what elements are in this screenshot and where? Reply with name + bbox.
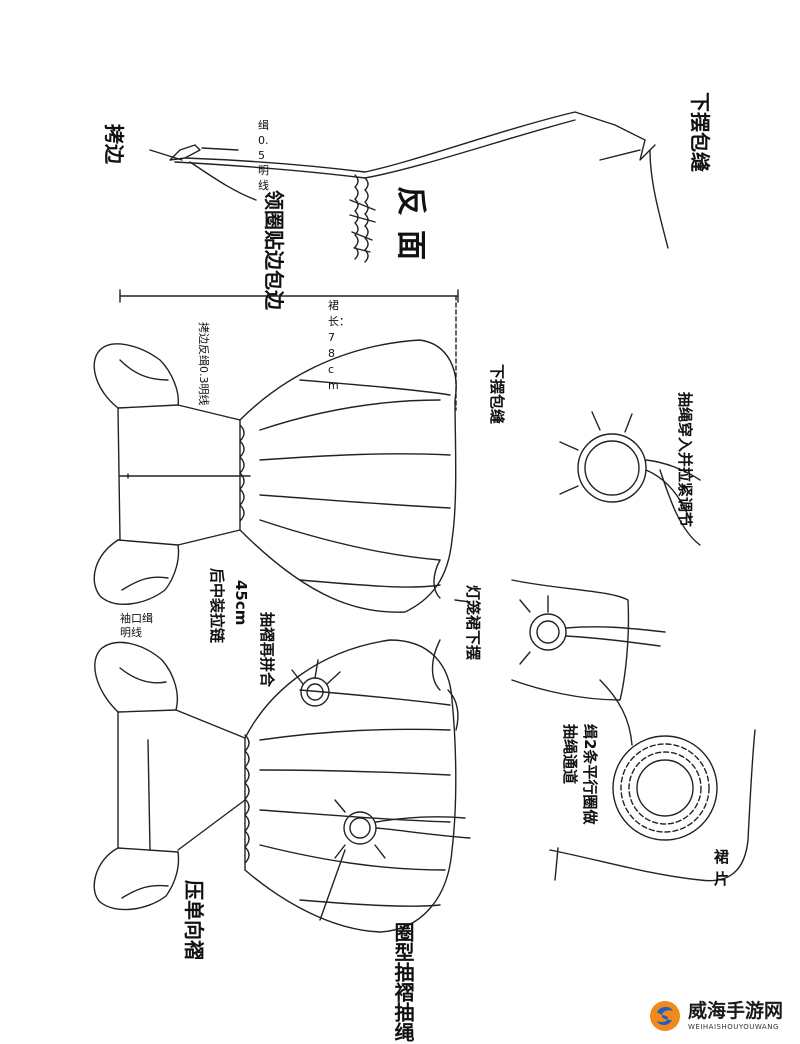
label-stitch-topline: 缉0.5明线 (258, 119, 269, 192)
label-gather-join: 抽褶再拼合 (258, 612, 276, 688)
label-two-rows: 缉2条平行圈做抽绳通道 (561, 724, 599, 825)
site-logo-icon (650, 1001, 680, 1031)
label-fold-edge: 拷边 (102, 124, 126, 164)
parallel-channel-detail (549, 729, 756, 882)
back-view-garment (93, 339, 471, 613)
drawstring-detail-top (559, 411, 701, 546)
label-drawstring-adjust: 抽绳穿入并拉紧调节 (676, 392, 694, 528)
label-ring-gather: 圈型抽褶抽绳 (391, 922, 415, 1042)
ring-gather-detail (511, 579, 666, 746)
label-skirt-length: 裙长：78cm (328, 299, 350, 392)
watermark-sub-text: WEIHAISHOUYOUWANG (688, 1022, 779, 1031)
label-zipper-length: 45cm (232, 580, 250, 626)
label-facing-bind: 领圈贴边包边 (262, 190, 286, 310)
watermark-main-text: 威海手游网 (688, 999, 784, 1022)
label-press-pleat: 压单向褶 (182, 880, 206, 960)
label-hem-bind-mid: 下摆包缝 (488, 364, 506, 425)
label-lantern-skirt: 灯笼裙下摆 (464, 585, 482, 661)
front-view-garment (93, 639, 471, 933)
neckline-detail-drawing (149, 111, 669, 263)
label-serge-topstitch: 拷边反缉0.3明线 (197, 322, 210, 406)
label-reverse-side: 反面 (393, 186, 428, 274)
label-cuff-stitch: 袖口缉明线 (120, 612, 153, 639)
watermark: 威海手游网 WEIHAISHOUYOUWANG (648, 996, 796, 1036)
label-hem-bind-top: 下摆包缝 (688, 92, 712, 172)
label-back-zipper: 后中装拉链 (208, 568, 226, 644)
label-skirt-panel: 裙片 (714, 848, 730, 888)
